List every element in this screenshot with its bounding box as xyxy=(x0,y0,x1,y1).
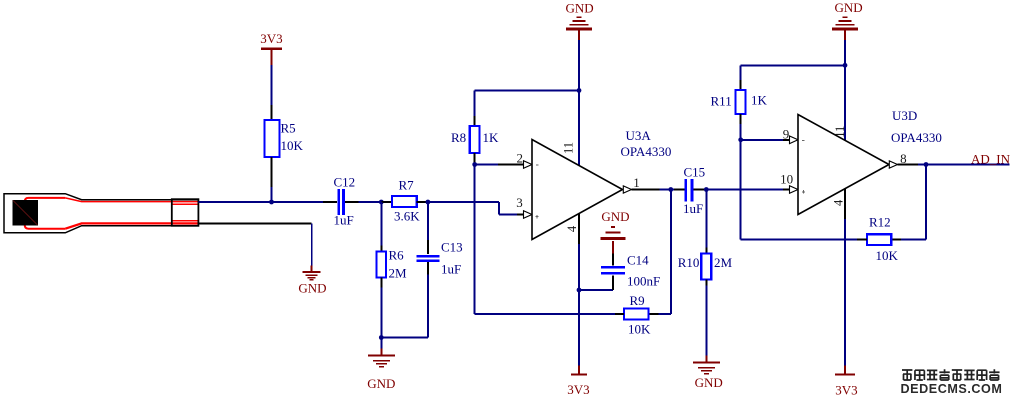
svg-text:GND: GND xyxy=(367,376,395,391)
svg-text:2M: 2M xyxy=(389,266,408,281)
svg-text:R10: R10 xyxy=(678,255,700,270)
svg-text:1uF: 1uF xyxy=(441,262,461,277)
svg-text:10K: 10K xyxy=(628,322,651,337)
svg-text:4: 4 xyxy=(832,199,846,206)
svg-text:10K: 10K xyxy=(876,248,899,263)
svg-text:C12: C12 xyxy=(334,175,356,190)
svg-text:1uF: 1uF xyxy=(683,201,703,216)
svg-text:U3A: U3A xyxy=(626,128,652,143)
svg-text:GND: GND xyxy=(835,0,863,15)
svg-text:3: 3 xyxy=(516,195,523,210)
svg-text:R11: R11 xyxy=(711,94,732,109)
svg-text:1: 1 xyxy=(633,175,640,190)
svg-text:C14: C14 xyxy=(627,253,649,268)
svg-text:R7: R7 xyxy=(399,178,415,193)
svg-text:8: 8 xyxy=(900,151,907,166)
svg-text:C15: C15 xyxy=(684,165,706,180)
svg-text:1K: 1K xyxy=(751,93,768,108)
svg-text:10K: 10K xyxy=(281,138,304,153)
svg-text:10: 10 xyxy=(780,172,793,187)
svg-text:R8: R8 xyxy=(451,130,466,145)
svg-text:2: 2 xyxy=(517,151,524,166)
svg-text:100nF: 100nF xyxy=(627,274,660,289)
svg-text:R5: R5 xyxy=(281,121,296,136)
svg-text:U3D: U3D xyxy=(892,108,917,123)
svg-text:3V3: 3V3 xyxy=(835,382,857,397)
svg-text:3V3: 3V3 xyxy=(260,31,282,46)
svg-text:C13: C13 xyxy=(441,240,463,255)
svg-text:AD_IN: AD_IN xyxy=(971,153,1010,167)
svg-text:R9: R9 xyxy=(630,293,645,308)
svg-text:9: 9 xyxy=(783,126,790,141)
svg-text:R12: R12 xyxy=(869,215,891,230)
svg-text:DEDECMS.COM: DEDECMS.COM xyxy=(901,382,1003,396)
svg-text:11: 11 xyxy=(561,142,575,154)
svg-text:2M: 2M xyxy=(714,255,733,270)
svg-text:1uF: 1uF xyxy=(334,213,354,228)
svg-text:3.6K: 3.6K xyxy=(394,209,420,224)
svg-text:GND: GND xyxy=(566,1,594,16)
svg-text:1K: 1K xyxy=(483,130,500,145)
svg-text:GND: GND xyxy=(298,281,326,296)
svg-text:R6: R6 xyxy=(389,248,405,263)
svg-text:GND: GND xyxy=(601,209,629,224)
svg-text:OPA4330: OPA4330 xyxy=(621,144,672,159)
svg-text:3V3: 3V3 xyxy=(567,382,589,397)
svg-text:4: 4 xyxy=(565,225,579,232)
svg-text:GND: GND xyxy=(695,375,723,390)
svg-text:OPA4330: OPA4330 xyxy=(891,130,942,145)
svg-text:11: 11 xyxy=(833,126,847,138)
